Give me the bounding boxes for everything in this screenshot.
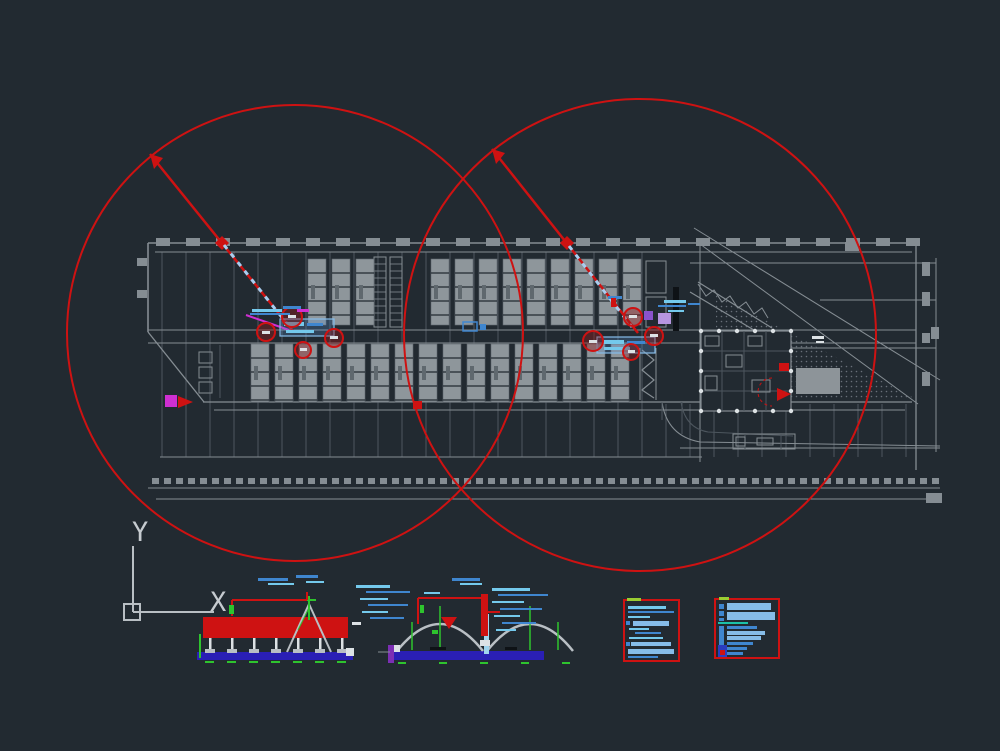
plan-details [137,242,941,450]
ucs-y-label: Y [132,517,148,548]
section-detail-b [378,578,574,664]
notes-box-1 [623,598,680,662]
parking-stalls [250,258,642,403]
crane-1 [222,244,344,359]
ucs-x-label: X [210,587,226,618]
dimension-rows [148,478,942,503]
plan-annotations [165,321,824,409]
crane-swing-circles [66,98,877,572]
crane-2 [567,245,700,361]
ucs-axis-labels: Y X [132,517,226,618]
notes-box-2 [714,597,780,659]
section-detail-a [197,575,410,663]
ucs-icon [123,546,214,621]
